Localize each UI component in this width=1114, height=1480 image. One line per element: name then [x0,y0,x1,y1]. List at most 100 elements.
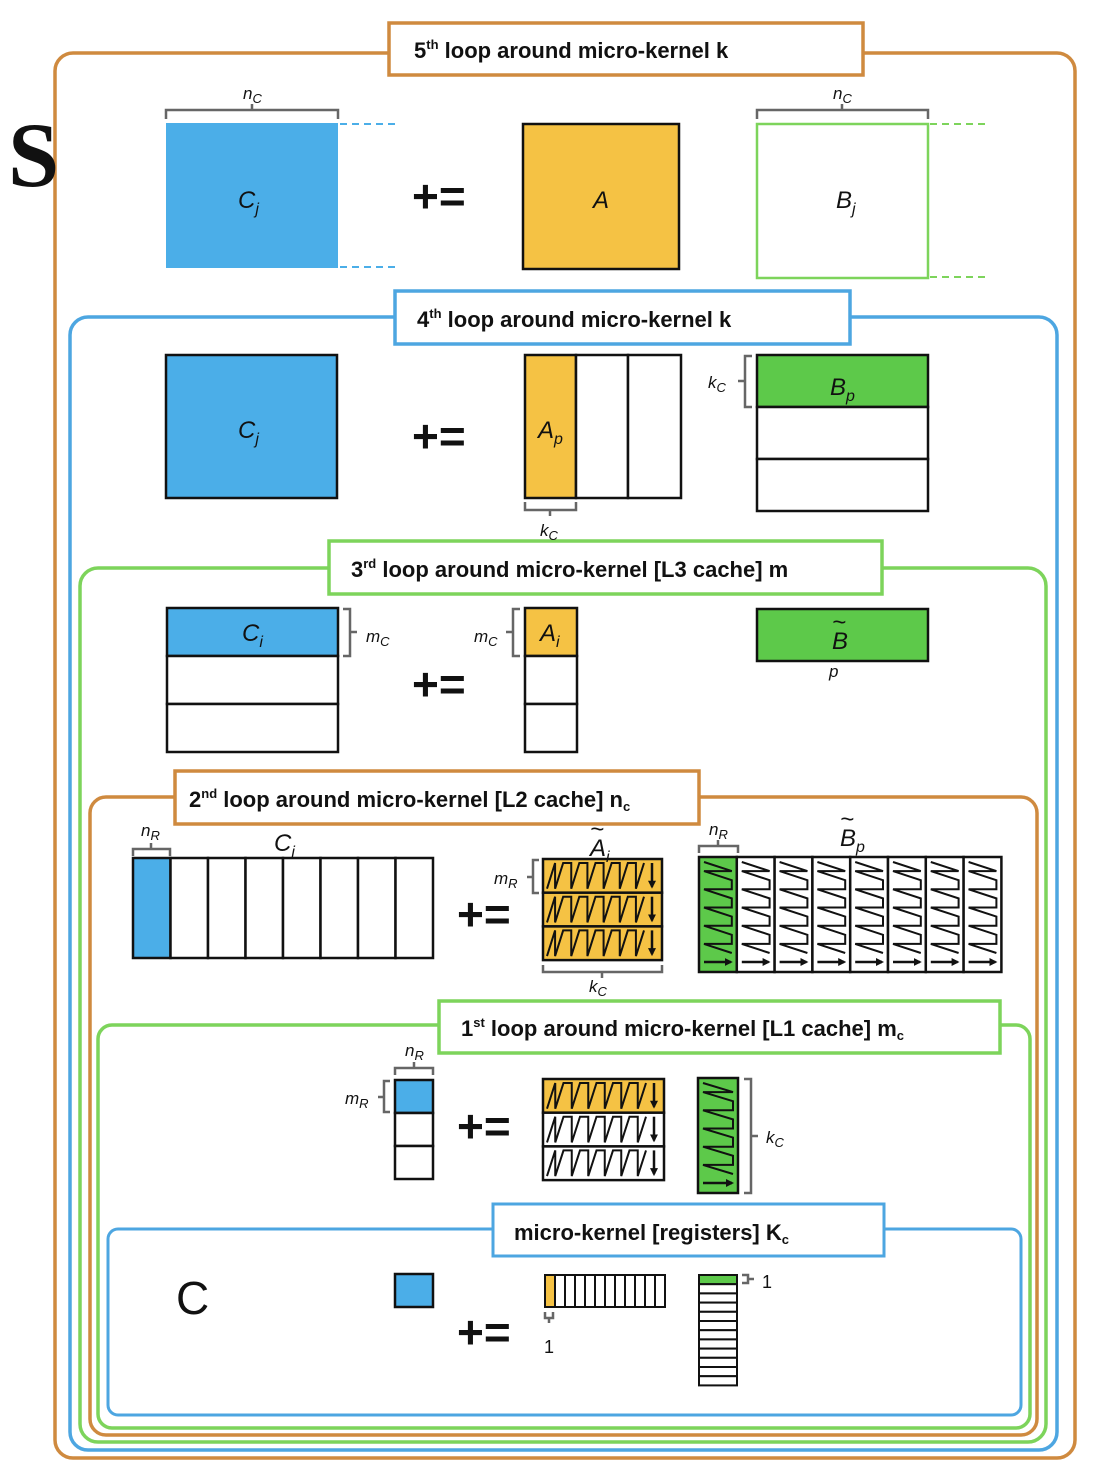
micro-b-cell-8 [698,1338,738,1350]
ci-col-3 [206,856,247,960]
loop5-title-box [387,21,865,77]
ci-col-4 [244,856,285,960]
cj-label-4: Cj [238,417,259,448]
micro-a-cell-1 [544,1274,556,1308]
micro-a-cell-7 [604,1274,616,1308]
mr-label-cr: mR [345,1089,369,1111]
ci-col-7 [356,856,397,960]
btilde-row [697,855,1003,974]
micro-b-cell-7 [698,1329,738,1341]
ci-col-8 [394,856,435,960]
micro-b-cell-6 [698,1320,738,1332]
nr-label-cr: nR [405,1041,424,1063]
micro-b-cell-9 [698,1347,738,1359]
btilde-sub: p [828,662,838,681]
nc-brace-cj [164,104,340,119]
plus-equals-5: += [412,170,466,222]
loop4-title-box [393,289,852,346]
mr-label-atilde: mR [494,869,518,891]
cr-block-2 [393,1111,435,1148]
plus-equals-4: += [412,410,466,462]
loop3-title-box [327,539,884,596]
loop3-title: 3rd loop around micro-kernel [L3 cache] … [351,556,788,582]
nc-label-cj: nC [243,84,262,106]
b1-zigzag [702,1082,734,1175]
btilde-col-4 [811,855,852,974]
micro-a-cell-5 [584,1274,596,1308]
ci-row [131,856,435,960]
btilde-tilde-2: ~ [840,806,854,833]
mr-brace-atilde [527,858,539,895]
mc-label-ai: mC [474,627,498,649]
micro-a-cell-6 [594,1274,606,1308]
btilde-zigzag-2 [741,861,771,954]
ap-panel [523,353,578,500]
nr-brace-ci [131,843,172,856]
nc-brace-bj [755,104,930,119]
btilde-zigzag-6 [892,861,922,954]
kc-label-atilde: kC [589,977,608,999]
btilde-zigzag-4 [817,861,847,954]
nr-label-ci: nR [141,821,160,843]
atilde-tilde: ~ [590,816,604,843]
a1-stack [541,1077,666,1182]
micro-c-block [393,1272,435,1309]
c-block-2 [165,654,340,706]
btilde-col-2 [735,855,776,974]
cj-label: Cj [238,187,259,218]
b-panel-2 [755,405,930,461]
kc-brace-ap [523,502,578,516]
micro-title-box [491,1202,886,1258]
atilde-zigzag-2 [546,895,645,923]
loop1-title-box [437,999,1002,1055]
micro-b-cell-1 [698,1274,738,1286]
mc-brace-ci [343,607,357,658]
one-label-a: 1 [544,1337,554,1357]
micro-b-cell-3 [698,1292,738,1304]
ci-col-6 [319,856,360,960]
a-label: A [591,187,609,214]
micro-b-cell-4 [698,1301,738,1313]
micro-a-cell-3 [564,1274,576,1308]
micro-a-cell-8 [614,1274,626,1308]
atilde-zigzag-1 [546,862,645,890]
nc-label-bj: nC [833,84,852,106]
plus-equals-2: += [457,888,511,940]
btilde-col-1 [697,855,739,974]
nr-label-btilde: nR [709,820,728,842]
atilde-zigzag-3 [546,929,645,957]
micro-a-cell-11 [644,1274,656,1308]
mc-brace-ai [506,607,520,658]
kc-brace-bp [738,354,752,409]
loop2-title: 2nd loop around micro-kernel [L2 cache] … [189,786,630,814]
btilde-zigzag-3 [779,861,809,954]
cj-matrix-4 [164,353,339,500]
btilde-tilde: ~ [832,609,846,636]
micro-b-cell-5 [698,1310,738,1323]
ai-block [523,606,579,658]
btilde-panel [755,607,930,663]
one-brace-a [543,1312,555,1323]
loop1-title: 1st loop around micro-kernel [L1 cache] … [461,1015,904,1043]
one-label-b: 1 [762,1272,772,1292]
cr-block-3 [393,1144,435,1181]
side-label-c: C [176,1272,209,1324]
btilde-col-8 [962,855,1003,974]
micro-a-row [544,1274,666,1308]
btilde-zigzag-7 [930,861,960,954]
bp-panel [755,353,930,409]
a-block-2 [523,654,579,706]
micro-a-cell-4 [574,1274,586,1308]
micro-a-cell-2 [554,1274,566,1308]
a-panel-2 [574,353,630,500]
micro-title: micro-kernel [registers] Kc [514,1220,789,1247]
btilde-col-7 [924,855,965,974]
bp-label: Bp [830,374,855,405]
ci-block [165,606,340,658]
btilde-label-2: Bp [840,825,865,856]
kc-label-b1: kC [766,1128,785,1150]
ci-col-2 [169,856,210,960]
micro-b-cell-11 [698,1366,738,1378]
a-block-3 [523,702,579,754]
bj-label: Bj [836,187,856,218]
